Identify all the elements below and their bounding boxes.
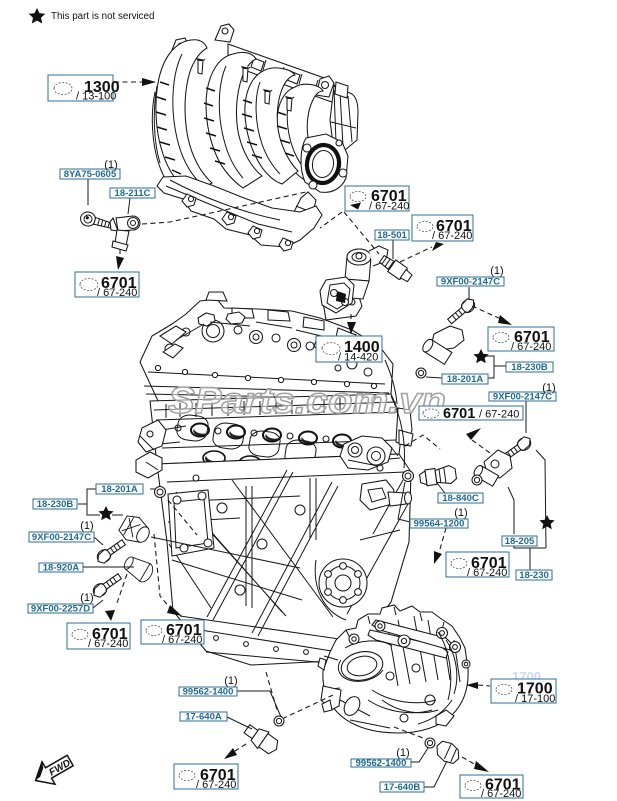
svg-text:6701: 6701 (92, 626, 128, 643)
svg-text:99562-1400: 99562-1400 (356, 758, 407, 769)
svg-text:/ 13-100: / 13-100 (76, 91, 116, 103)
svg-text:18-920A: 18-920A (43, 563, 80, 574)
svg-text:18-230B: 18-230B (511, 362, 548, 373)
svg-text:18-211C: 18-211C (115, 188, 151, 199)
svg-text:99562-1400: 99562-1400 (183, 687, 234, 698)
svg-text:/ 67-240: / 67-240 (369, 201, 409, 213)
svg-text:6701: 6701 (166, 622, 202, 639)
svg-text:This part is not serviced: This part is not serviced (51, 11, 154, 22)
svg-text:/ 14-420: / 14-420 (338, 352, 378, 364)
svg-text:/ 67-240: / 67-240 (432, 230, 472, 242)
svg-text:18-840C: 18-840C (442, 493, 479, 504)
svg-text:9XF00-2147C: 9XF00-2147C (493, 392, 552, 403)
svg-text:17-640A: 17-640A (185, 712, 222, 723)
svg-text:18-230: 18-230 (519, 570, 549, 581)
svg-text:/ 67-240: / 67-240 (511, 341, 551, 353)
svg-text:18-230B: 18-230B (37, 499, 74, 510)
svg-text:/ 17-100: / 17-100 (515, 693, 555, 705)
svg-text:6701: 6701 (471, 555, 507, 572)
svg-text:/ 67-240: / 67-240 (479, 409, 519, 421)
svg-text:(1): (1) (490, 265, 503, 277)
svg-text:1400: 1400 (344, 339, 380, 356)
svg-text:6701: 6701 (443, 406, 475, 422)
svg-text:(1): (1) (542, 382, 555, 394)
svg-text:9XF00-2147C: 9XF00-2147C (32, 532, 91, 543)
svg-text:1700: 1700 (517, 681, 553, 698)
svg-text:8YA75-0605: 8YA75-0605 (64, 169, 117, 180)
svg-text:/ 67-240: / 67-240 (88, 638, 128, 650)
svg-text:(1): (1) (454, 507, 467, 519)
svg-text:9XF00-2257D: 9XF00-2257D (31, 604, 90, 615)
svg-text:6701: 6701 (371, 188, 407, 205)
svg-text:(1): (1) (104, 159, 117, 171)
svg-text:6701: 6701 (485, 777, 521, 794)
svg-text:(1): (1) (80, 592, 93, 604)
svg-text:6701: 6701 (101, 275, 137, 292)
svg-text:/ 67-240: / 67-240 (196, 779, 236, 791)
svg-text:18-205: 18-205 (505, 536, 535, 547)
svg-text:17-640B: 17-640B (384, 782, 421, 793)
svg-text:9XF00-2147C: 9XF00-2147C (441, 277, 500, 288)
svg-text:18-201A: 18-201A (447, 374, 484, 385)
svg-text:/ 67-240: / 67-240 (97, 287, 137, 299)
svg-text:6701: 6701 (200, 767, 236, 784)
svg-text:/ 67-240: / 67-240 (162, 634, 202, 646)
svg-text:SParts.com.vn: SParts.com.vn (168, 380, 446, 421)
svg-text:1300: 1300 (84, 79, 120, 96)
svg-text:/ 67-240: / 67-240 (467, 567, 507, 579)
svg-text:(1): (1) (396, 747, 409, 759)
svg-text:(1): (1) (224, 675, 237, 687)
svg-text:/ 67-240: / 67-240 (481, 788, 521, 800)
svg-text:99564-1200: 99564-1200 (414, 519, 465, 530)
svg-text:(1): (1) (80, 520, 93, 532)
svg-text:6701: 6701 (514, 329, 550, 346)
svg-text:18-501: 18-501 (377, 230, 407, 241)
svg-text:6701: 6701 (436, 218, 472, 235)
svg-text:18-201A: 18-201A (101, 484, 138, 495)
